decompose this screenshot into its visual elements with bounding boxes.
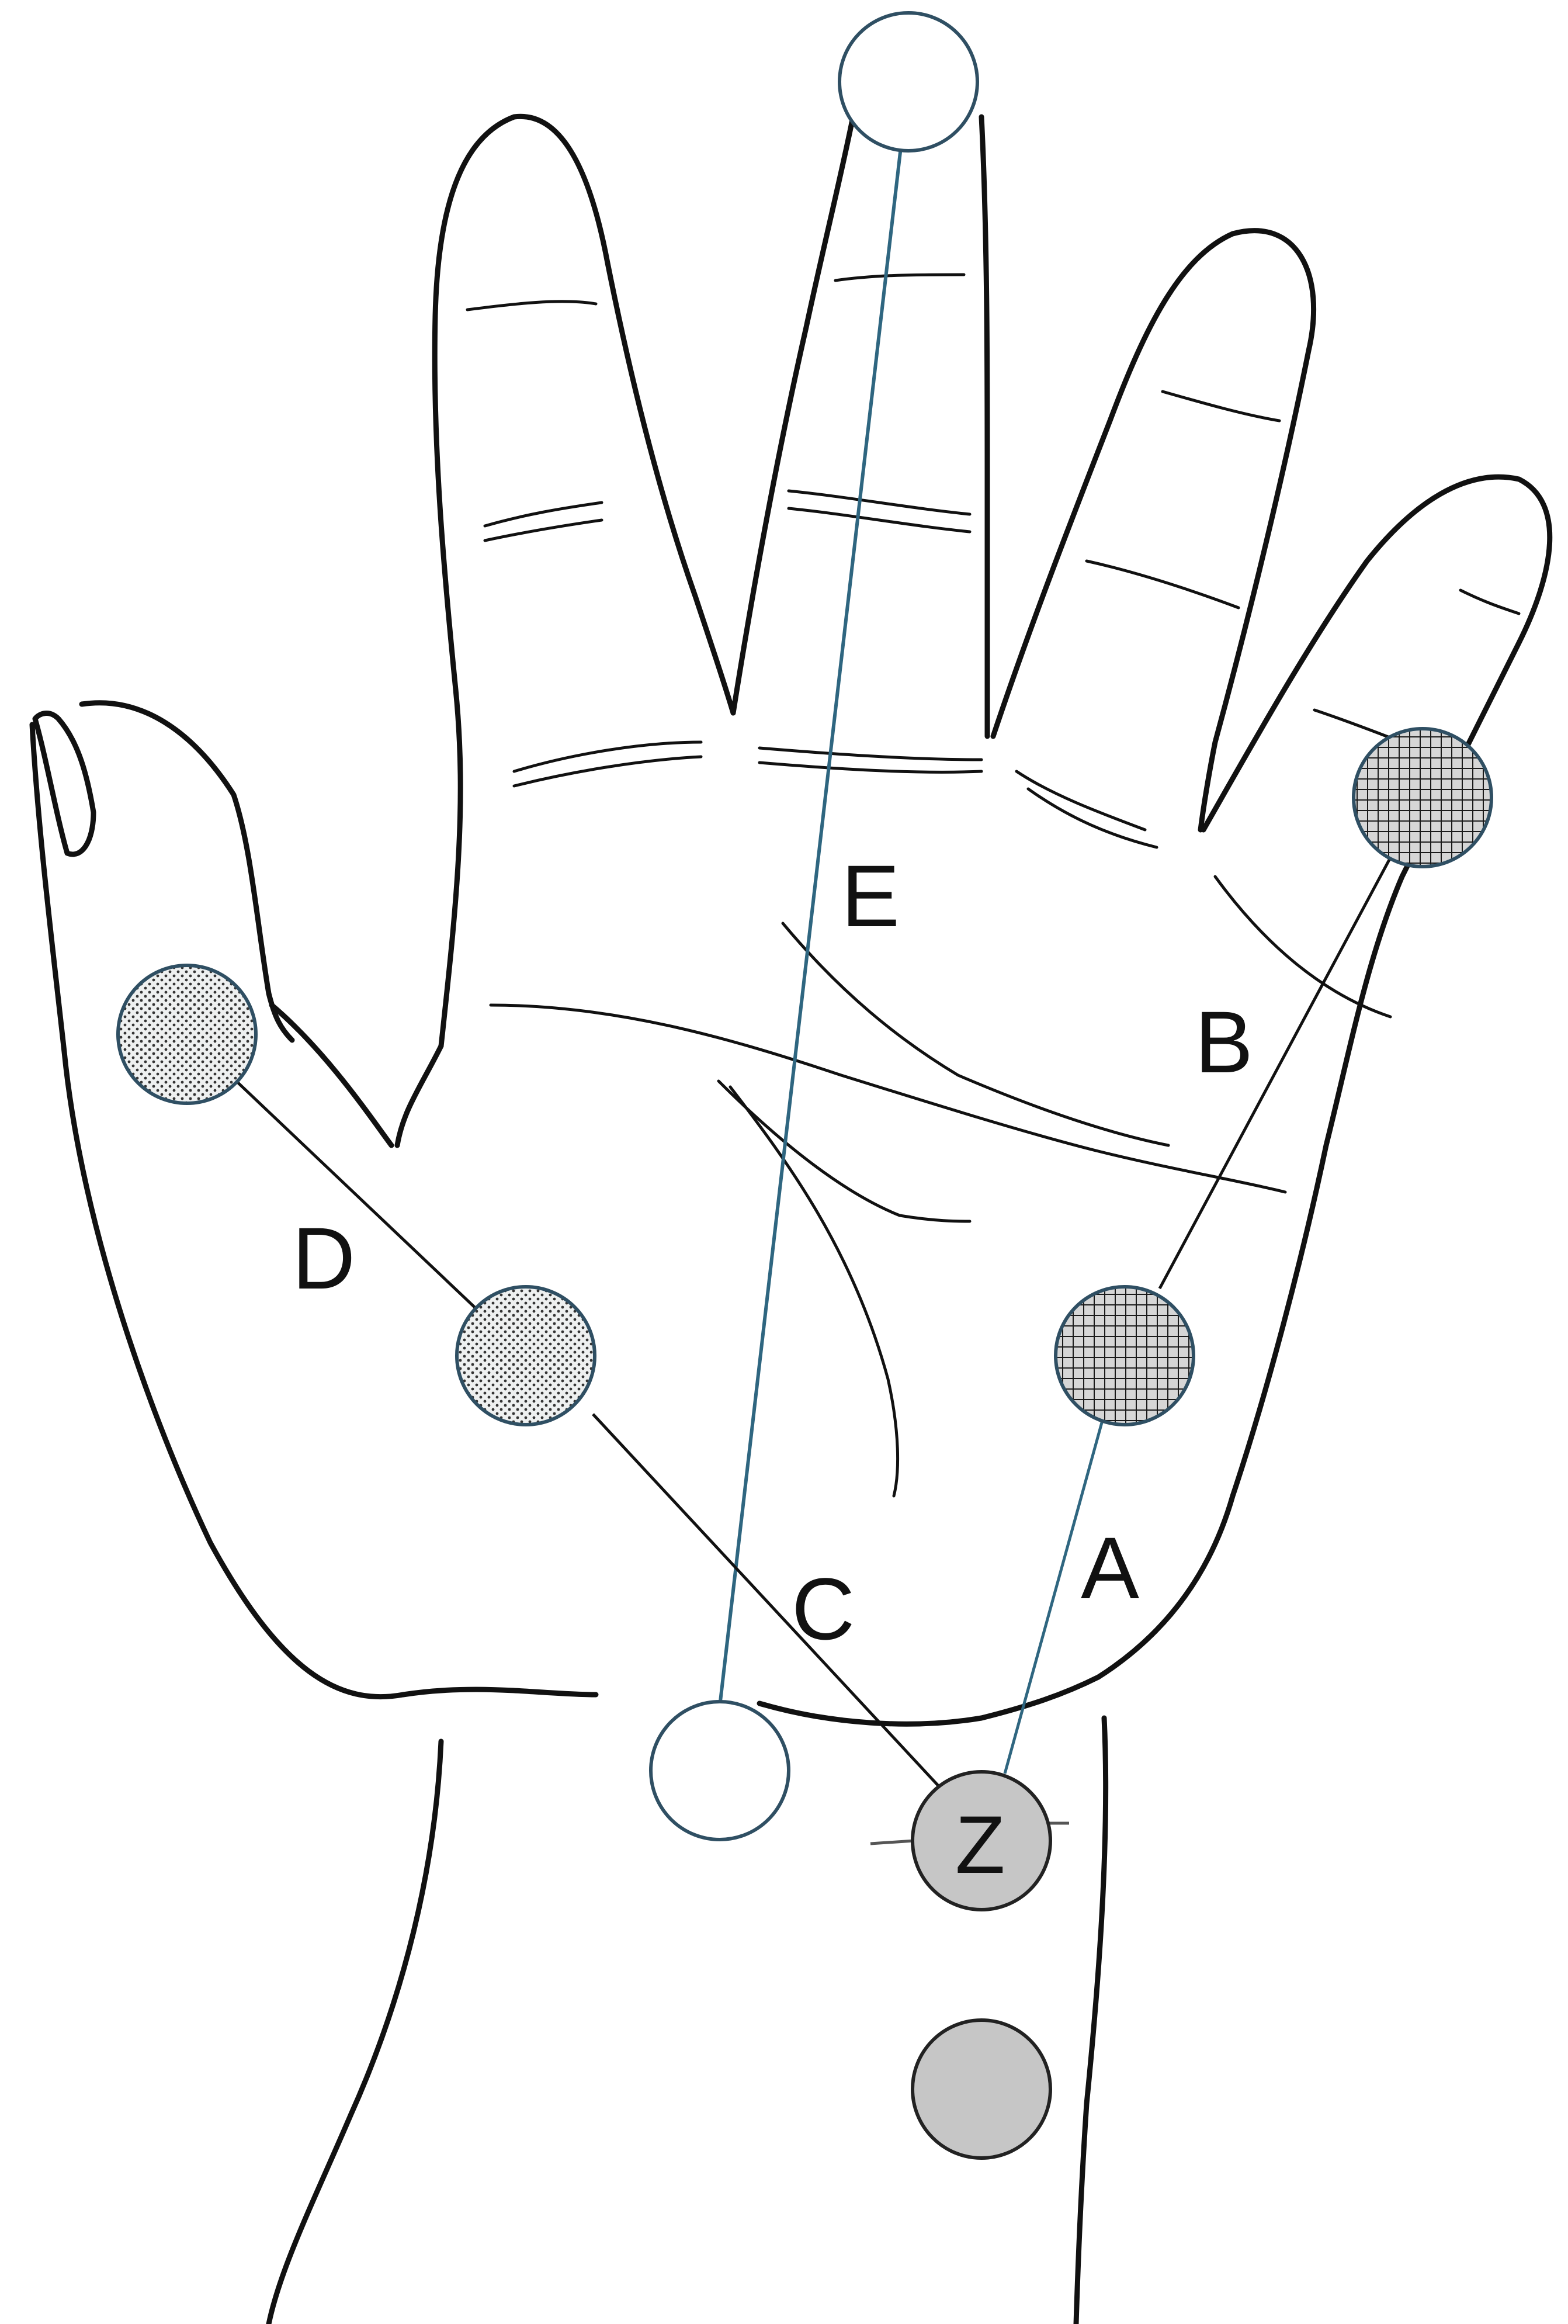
line-b — [1158, 796, 1424, 1290]
thumb-outer-edge — [29, 700, 406, 1700]
electrode-little-finger-grid — [1352, 727, 1493, 868]
electrode-palm-grid — [1054, 1285, 1195, 1426]
electrode-z-grey — [911, 1770, 1052, 1911]
labels: E B D A C Z — [292, 847, 1253, 1890]
ring-finger — [990, 228, 1316, 833]
palm-lower-edge — [400, 1674, 1101, 1727]
middle-finger — [730, 114, 990, 739]
electrode-wrist-white — [649, 1700, 790, 1841]
label-z: Z — [955, 1799, 1005, 1890]
thumb-nail — [32, 711, 96, 857]
wrist-right-edge — [1073, 1715, 1109, 2324]
line-c — [592, 1413, 942, 1789]
hand-outline — [29, 113, 1553, 2324]
electrodes — [116, 11, 1493, 2160]
label-e: E — [841, 847, 900, 945]
palm-creases — [466, 273, 1521, 1498]
index-finger — [432, 113, 736, 1049]
label-b: B — [1195, 993, 1253, 1091]
electrode-thumb-dotted — [116, 964, 258, 1105]
label-a: A — [1081, 1519, 1139, 1617]
palm-left-edge — [394, 1043, 444, 1148]
label-c: C — [792, 1560, 855, 1658]
line-e — [718, 81, 910, 1707]
electrode-z-tick-left — [870, 1839, 915, 1845]
connector-lines — [186, 81, 1424, 1789]
little-finger — [1095, 474, 1553, 1680]
line-a — [1003, 1414, 1106, 1774]
electrode-forearm-grey — [911, 2018, 1052, 2160]
electrode-fingertip-white — [838, 11, 979, 153]
label-d: D — [292, 1209, 355, 1307]
wrist-left-edge — [266, 1738, 444, 2324]
electrode-palm-dotted — [455, 1285, 596, 1426]
line-d — [186, 1033, 527, 1357]
